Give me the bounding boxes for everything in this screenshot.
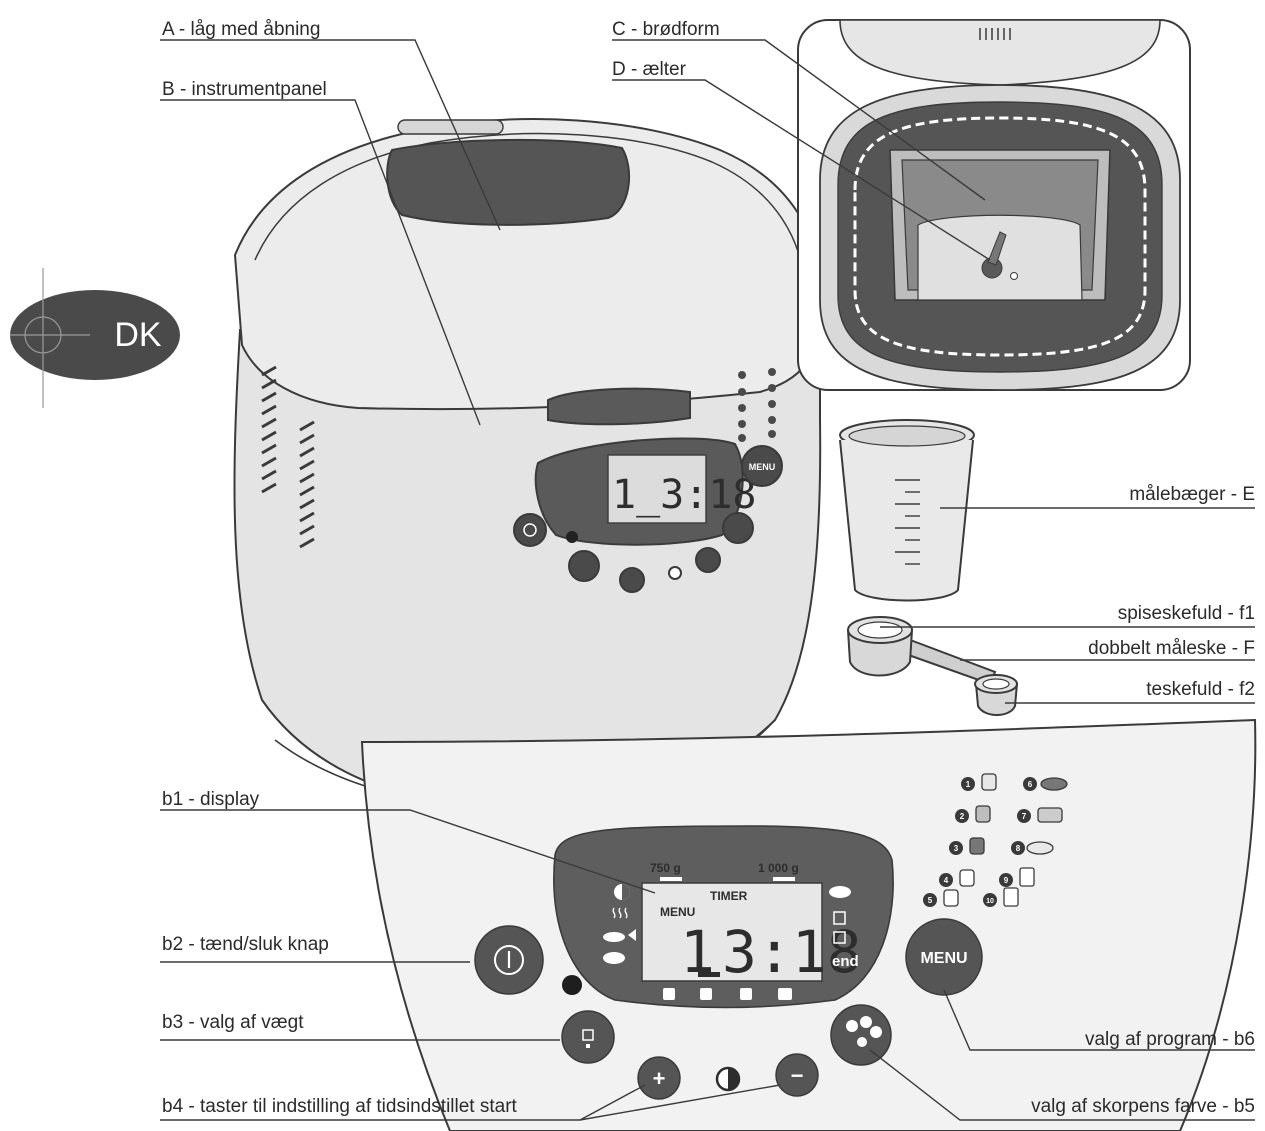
rest-phase-icon xyxy=(700,988,712,1000)
bake-only-icon xyxy=(1003,887,1019,907)
plus-button[interactable]: + xyxy=(637,1056,681,1100)
heat-icon xyxy=(612,907,628,919)
label-double-spoon: dobbelt måleske - F xyxy=(1088,638,1255,659)
weight-button[interactable] xyxy=(561,1010,615,1064)
program-item: 10 xyxy=(983,887,1019,907)
knead-phase-icon xyxy=(663,988,675,1000)
plus-label: + xyxy=(653,1066,666,1091)
cake-icon xyxy=(1037,807,1063,823)
label-instrument-panel: B - instrumentpanel xyxy=(162,79,327,100)
callout-labels: A - låg med åbning B - instrumentpanel C… xyxy=(162,19,1255,1117)
crust-dark-icon xyxy=(870,1026,882,1038)
program-item: 4 xyxy=(939,869,975,887)
end-label: end xyxy=(832,953,859,970)
program-item: 7 xyxy=(1017,807,1063,823)
wholewheat-icon xyxy=(969,837,985,855)
program-item: 3 xyxy=(949,837,985,855)
status-led xyxy=(562,975,582,995)
rise-icon xyxy=(833,931,846,944)
lcd-screen xyxy=(641,882,823,982)
svg-text:6: 6 xyxy=(1028,780,1033,789)
bake-phase-icon xyxy=(778,988,792,1000)
program-item: 1 xyxy=(961,773,997,791)
svg-text:1̲3:18: 1̲3:18 xyxy=(612,472,757,518)
arrow-indicator-icon xyxy=(628,929,636,941)
label-kneader: D - ælter xyxy=(612,59,687,80)
svg-text:9: 9 xyxy=(1004,876,1009,885)
bread-maker: 1̲3:18 MENU xyxy=(233,118,824,811)
svg-text:7: 7 xyxy=(1022,812,1027,821)
power-icon xyxy=(494,945,524,975)
label-delay-keys: b4 - taster til indstilling af tidsindst… xyxy=(162,1096,518,1117)
inset-open-machine xyxy=(797,19,1191,391)
svg-text:4: 4 xyxy=(944,876,949,885)
program-item: 2 xyxy=(955,805,991,823)
rapid-bread-icon xyxy=(943,889,959,907)
crust-medium-icon xyxy=(860,1016,872,1028)
time-readout: 3:18 xyxy=(722,918,862,986)
program-item: 9 xyxy=(999,867,1035,887)
keep-warm-icon xyxy=(829,886,851,898)
loaf-light-icon xyxy=(603,932,625,942)
label-weight-selection: b3 - valg af vægt xyxy=(162,1012,304,1033)
crust-rapid-icon xyxy=(857,1037,867,1047)
crust-color-button[interactable] xyxy=(830,1004,892,1066)
crust-light-icon xyxy=(846,1020,858,1032)
program-list: 1 6 2 7 3 8 4 xyxy=(923,773,1068,907)
double-measuring-spoon xyxy=(847,616,1018,716)
svg-text:10: 10 xyxy=(986,898,994,905)
crosshair-icon xyxy=(24,316,62,354)
loaf-dark-icon xyxy=(603,952,625,964)
menu-button-label: MENU xyxy=(920,950,967,967)
label-lid: A - låg med åbning xyxy=(162,19,320,40)
measuring-cup xyxy=(839,419,975,602)
minus-label: − xyxy=(791,1063,804,1088)
sweet-bread-icon xyxy=(959,869,975,887)
control-panel-enlarged: 750 g 1 000 g TIMER MENU 1 3:18 end xyxy=(360,718,1257,1131)
svg-text:3: 3 xyxy=(954,844,959,853)
program-item: 8 xyxy=(1011,841,1054,855)
svg-text:MENU: MENU xyxy=(749,462,776,472)
weight-icon xyxy=(582,1029,594,1041)
menu-button[interactable]: MENU xyxy=(905,918,983,996)
rise-phase-icon xyxy=(740,988,752,1000)
label-teaspoon: teskefuld - f2 xyxy=(1146,679,1255,700)
weight-large-label: 1 000 g xyxy=(758,861,799,875)
dough-icon xyxy=(1040,777,1068,791)
leader-lines xyxy=(160,39,1255,1121)
label-bread-pan: C - brødform xyxy=(612,19,720,40)
minus-button[interactable]: − xyxy=(775,1053,819,1097)
svg-text:1: 1 xyxy=(966,780,971,789)
svg-text:2: 2 xyxy=(960,812,965,821)
svg-text:5: 5 xyxy=(928,896,933,905)
label-measuring-cup: målebæger - E xyxy=(1129,484,1255,505)
jam-icon xyxy=(1026,841,1054,855)
program-item: 5 xyxy=(923,889,959,907)
label-tablespoon: spiseskefuld - f1 xyxy=(1118,603,1255,624)
power-button[interactable] xyxy=(474,925,544,995)
badge-text: DK xyxy=(114,316,162,354)
language-badge: DK xyxy=(10,268,180,408)
bread-icon xyxy=(981,773,997,791)
label-crust-color: valg af skorpens farve - b5 xyxy=(1031,1096,1255,1117)
svg-text:8: 8 xyxy=(1016,844,1021,853)
french-bread-icon xyxy=(975,805,991,823)
program-item: 6 xyxy=(1023,777,1068,791)
label-program-select: valg af program - b6 xyxy=(1085,1029,1255,1050)
label-display: b1 - display xyxy=(162,789,260,810)
gluten-free-icon xyxy=(1019,867,1035,887)
label-power-button: b2 - tænd/sluk knap xyxy=(162,934,329,955)
bake-icon xyxy=(833,911,846,925)
timer-label: TIMER xyxy=(710,889,748,903)
weight-small-label: 750 g xyxy=(650,861,681,875)
menu-label: MENU xyxy=(660,905,695,919)
